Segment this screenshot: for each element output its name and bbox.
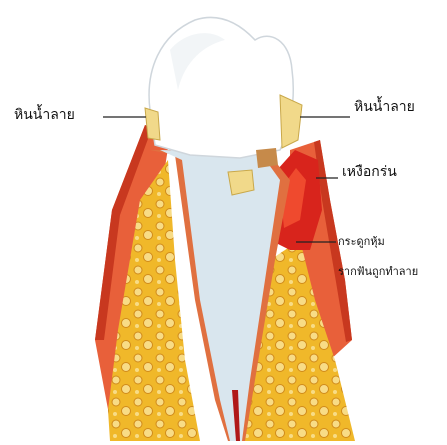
label-bone-loss: กระดูกหุ้ม [338,236,385,247]
label-root-destroyed: รากฟันถูกทำลาย [338,266,418,277]
calculus-left-deposit [145,108,160,140]
label-inflamed-gum: เหงือกร่น [342,165,397,179]
calculus-right-deposit [280,95,302,148]
label-calculus-left: หินน้ำลาย [14,108,75,122]
calculus-fragment-2 [256,148,278,168]
calculus-fragment [228,170,254,195]
label-calculus-right: หินน้ำลาย [354,100,415,114]
